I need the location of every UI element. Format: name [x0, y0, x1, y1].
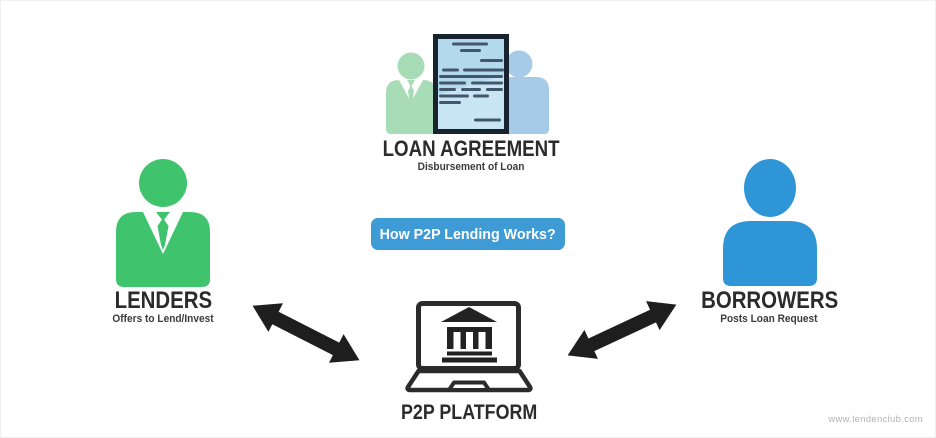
borrowers-subtitle: Posts Loan Request	[720, 313, 818, 325]
loan-agreement-subtitle: Disbursement of Loan	[417, 161, 525, 173]
how-p2p-lending-works-badge: How P2P Lending Works?	[371, 218, 565, 250]
bank-icon	[441, 307, 497, 363]
pale-green-person-icon	[386, 52, 436, 134]
borrower-person-icon	[723, 159, 817, 286]
lenders-subtitle: Offers to Lend/Invest	[112, 313, 214, 325]
lender-person-icon	[116, 159, 210, 287]
lenders-title: LENDERS	[114, 287, 212, 314]
document-icon	[433, 34, 509, 134]
lenders-platform-double-arrow	[252, 303, 360, 363]
website-watermark: www.lendenclub.com	[828, 414, 923, 425]
platform-title: P2P PLATFORM	[401, 401, 538, 424]
platform-borrowers-double-arrow	[567, 301, 677, 359]
pale-blue-person-icon	[499, 50, 549, 134]
loan-agreement-icon	[386, 34, 549, 134]
borrowers-title: BORROWERS	[701, 287, 839, 314]
loan-agreement-title: LOAN AGREEMENT	[382, 136, 560, 161]
laptop-bank-icon	[405, 301, 533, 393]
